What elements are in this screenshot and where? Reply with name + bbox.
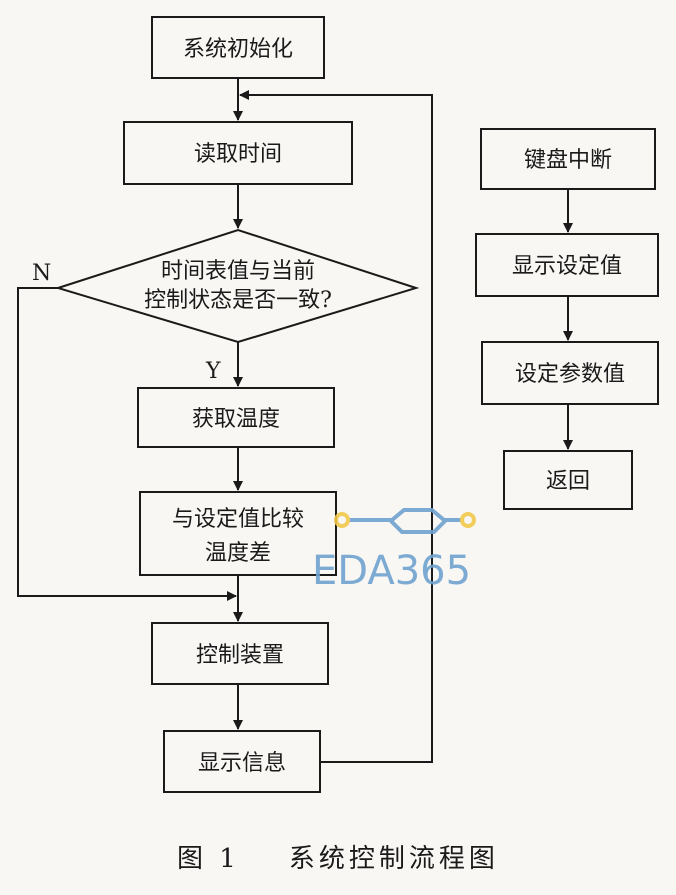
decision-consistent: 时间表值与当前 控制状态是否一致? (54, 228, 420, 344)
box-display-info: 显示信息 (163, 730, 321, 793)
box-return: 返回 (503, 450, 633, 510)
box-compare: 与设定值比较 温度差 (139, 491, 337, 576)
watermark-logo: EDA365 (312, 508, 476, 594)
figure-title: 系统控制流程图 (288, 844, 499, 874)
box-return-label: 返回 (546, 469, 590, 494)
box-read-time-label: 读取时间 (194, 142, 282, 167)
box-control-label: 控制装置 (196, 643, 284, 668)
arrow-decision-no (17, 287, 237, 601)
watermark-text: EDA365 (312, 548, 471, 594)
loop-back-line (239, 90, 433, 763)
flow-connectors (17, 78, 573, 763)
box-init: 系统初始化 (151, 16, 325, 79)
box-show-setting-label: 显示设定值 (512, 254, 622, 279)
box-kb-interrupt-label: 键盘中断 (524, 148, 612, 173)
box-init-label: 系统初始化 (183, 37, 293, 62)
box-show-setting: 显示设定值 (475, 233, 659, 297)
box-kb-interrupt: 键盘中断 (480, 128, 656, 190)
figure-caption: 图 1 系统控制流程图 (0, 838, 676, 875)
decision-line-2: 控制状态是否一致? (144, 288, 332, 313)
label-no: N (32, 261, 51, 286)
box-set-params: 设定参数值 (481, 341, 659, 405)
box-set-params-label: 设定参数值 (515, 362, 625, 387)
box-compare-line-2: 温度差 (205, 541, 271, 566)
box-display-info-label: 显示信息 (198, 751, 286, 776)
box-get-temp-label: 获取温度 (192, 407, 280, 432)
figure-number: 图 1 (177, 844, 240, 874)
box-read-time: 读取时间 (123, 121, 353, 185)
box-compare-line-1: 与设定值比较 (172, 507, 304, 532)
box-control: 控制装置 (151, 622, 329, 685)
box-get-temp: 获取温度 (137, 387, 335, 448)
label-yes: Y (205, 359, 221, 384)
decision-line-1: 时间表值与当前 (161, 259, 315, 284)
flowchart-diagram: 系统初始化 读取时间 时间表值与当前 控制状态是否一致? N Y 获取温度 与设… (17, 16, 659, 793)
